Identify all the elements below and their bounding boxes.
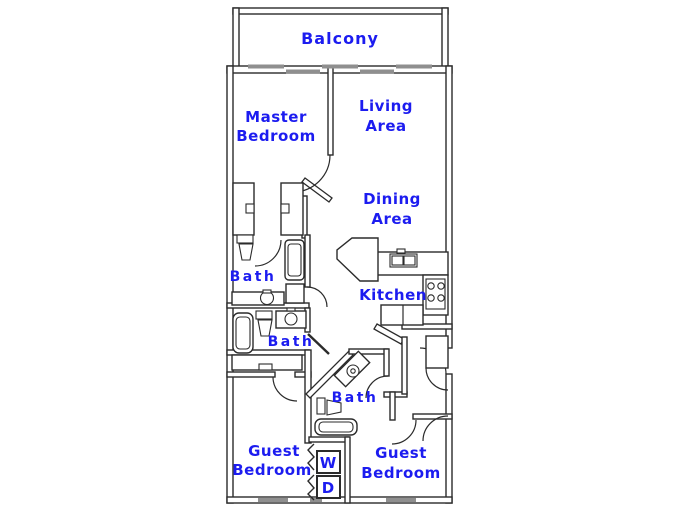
wall-segment — [232, 7, 240, 69]
dining-area-label-line1: Dining — [363, 190, 421, 208]
stove-burner — [437, 294, 445, 302]
windows — [248, 64, 432, 502]
wall-segment — [308, 436, 350, 443]
guest-bedroom-left-label-line1: Guest — [248, 442, 300, 460]
wall-segment — [226, 371, 276, 378]
balcony-label: Balcony — [301, 29, 379, 48]
master-bedroom-label-line1: Master — [245, 108, 307, 126]
hall-bath-label: Bath — [268, 334, 315, 350]
sink-drain — [350, 368, 356, 374]
wall-segment — [441, 7, 449, 69]
wall-segment — [401, 336, 408, 395]
kitchen-fixtures — [336, 237, 449, 326]
laundry-closet — [307, 443, 341, 501]
sliding-door-panel — [396, 64, 432, 69]
guest-bedroom-right-label-line2: Bedroom — [361, 464, 440, 482]
stove-burner — [427, 282, 435, 290]
toilet-tank — [236, 234, 254, 244]
shower-tub-inner — [287, 243, 302, 277]
bifold-door — [307, 474, 315, 501]
door-arc-wardrobe — [422, 415, 449, 442]
faucet — [396, 248, 406, 254]
guest-bedroom-right-label-line1: Guest — [375, 444, 427, 462]
dryer-label: D — [322, 479, 334, 497]
wall-segment — [383, 348, 390, 377]
wall-segment — [305, 350, 354, 399]
faucet — [286, 307, 296, 312]
wall-segment — [445, 373, 453, 504]
living-area-label-line2: Area — [365, 117, 406, 135]
door-leaf-hall-bath — [307, 333, 330, 355]
stove-burner — [427, 294, 435, 302]
closet-notch — [258, 363, 273, 371]
wall-segment — [445, 65, 453, 349]
guest-bath-label: Bath — [332, 390, 379, 406]
washer-label: W — [320, 454, 337, 472]
toilet-tank — [316, 397, 326, 415]
toilet-bowl — [326, 399, 342, 416]
wall-segment — [401, 323, 453, 330]
dining-area-label-line2: Area — [371, 210, 412, 228]
wall-segment — [232, 7, 449, 15]
wall-segment — [373, 323, 405, 345]
stove-burner — [437, 282, 445, 290]
washer-box — [316, 450, 341, 474]
coat-closet — [425, 335, 449, 369]
toilet-bowl — [257, 319, 273, 337]
breakfast-bar — [336, 237, 379, 282]
sliding-door-panel — [248, 64, 284, 69]
guest-bedroom-left-label-line2: Bedroom — [232, 461, 311, 479]
closet-notch — [280, 203, 290, 214]
bathtub-inner — [318, 421, 354, 433]
closet-notch — [245, 203, 255, 214]
sliding-door-panel — [286, 69, 320, 74]
living-area-label-line1: Living — [359, 97, 413, 115]
sliding-door-panel — [322, 64, 358, 69]
wall-segment — [412, 413, 453, 420]
sliding-door-panel — [360, 69, 394, 74]
kitchen-sink-bowl — [403, 255, 416, 266]
window — [386, 498, 416, 502]
door-arc-guest-left — [272, 376, 298, 402]
kitchen-label: Kitchen — [359, 286, 427, 304]
closets — [231, 182, 449, 371]
wall-segment — [389, 391, 396, 421]
bifold-door — [307, 443, 315, 471]
hall-bath-fixtures — [232, 307, 307, 354]
guest-bath-fixtures — [314, 350, 371, 436]
wall-segment — [327, 65, 334, 156]
vanity-counter — [231, 291, 285, 306]
wall-segment — [304, 234, 311, 288]
window — [310, 498, 322, 502]
wall-segment — [344, 436, 351, 504]
kitchen-sink-bowl — [391, 255, 404, 266]
master-bath-fixtures — [231, 234, 305, 306]
faucet — [262, 289, 272, 294]
walls — [226, 7, 453, 504]
wall-segment — [348, 348, 389, 355]
toilet-bowl — [238, 243, 254, 261]
door-arc-guest-right — [391, 419, 417, 445]
room-labels: Balcony Master Bedroom Living Area Dinin… — [230, 29, 441, 497]
master-bath-label: Bath — [230, 269, 277, 285]
door-arc-bath-to-hall — [306, 286, 328, 308]
window — [258, 498, 288, 502]
door-arc-guest-bath — [365, 375, 389, 399]
master-bedroom-label-line2: Bedroom — [236, 127, 315, 145]
door-arc-master-bath — [254, 239, 282, 267]
door-arc-coat-closet — [425, 367, 449, 391]
cabinet — [285, 283, 305, 304]
sink — [284, 312, 298, 326]
wall-segment — [301, 177, 333, 203]
toilet-tank — [255, 310, 273, 320]
counter — [380, 304, 424, 326]
dryer-box — [316, 475, 341, 499]
bathtub-inner — [235, 316, 251, 350]
